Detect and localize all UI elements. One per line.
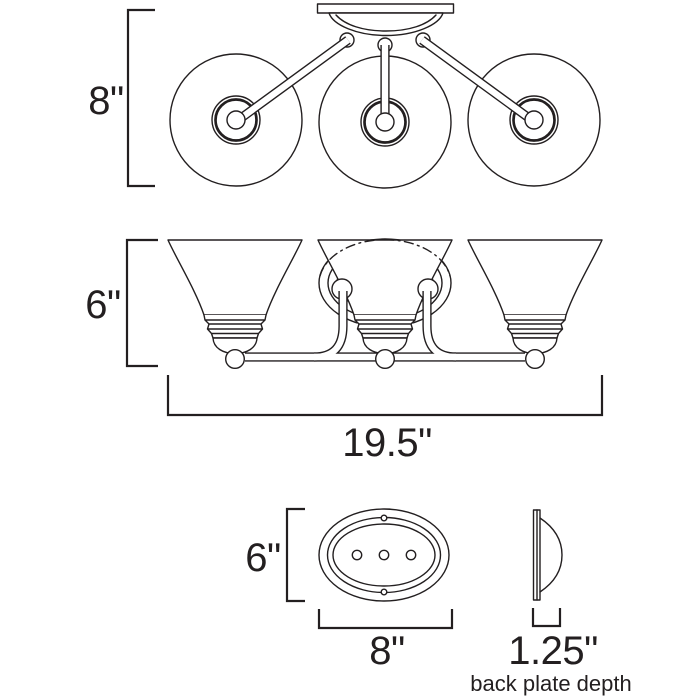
mounting-arms <box>234 36 536 125</box>
dimension-bracket-top-height <box>126 8 155 188</box>
backplate-ring <box>332 523 436 587</box>
right-glass-shade <box>467 239 603 355</box>
dimension-label-plate-width: 8" <box>369 629 404 673</box>
screw-hole <box>380 588 388 596</box>
backplate-outline <box>318 508 450 602</box>
dimension-label-plate-depth: 1.25" <box>508 629 598 673</box>
dimension-bracket-front-width <box>166 375 604 417</box>
dimension-bracket-front-height <box>125 238 158 368</box>
plate-dome-profile <box>539 517 563 593</box>
left-glass-shade <box>167 239 303 355</box>
dimension-bracket-plate-height <box>285 507 305 603</box>
screw-hole <box>380 514 388 522</box>
arm-hole <box>351 549 363 561</box>
plate-depth-caption: back plate depth <box>470 671 631 696</box>
fixture-top-view: 8" <box>88 3 602 190</box>
canopy-dish <box>328 12 444 37</box>
finial-ball <box>224 349 245 370</box>
arm-hub <box>226 110 246 130</box>
dimension-label-front-width: 19.5" <box>342 421 432 465</box>
backplate-face-view: 6" 8" <box>245 507 454 673</box>
dimension-bracket-plate-width <box>317 609 454 630</box>
dimension-bracket-plate-depth <box>531 608 562 628</box>
fixture-front-view: 6" 19.5" <box>85 238 604 465</box>
arm-hub <box>524 110 544 130</box>
dimension-label-front-height: 6" <box>85 283 120 327</box>
canopy-dish-inner-line <box>335 14 437 32</box>
arm-hole <box>378 549 390 561</box>
canopy-bar <box>316 3 455 14</box>
backplate-hidden-edge <box>319 238 451 277</box>
dimension-label-top-height: 8" <box>88 79 123 123</box>
dimension-label-plate-height: 6" <box>245 536 280 580</box>
backplate-side-view: 1.25" back plate depth <box>470 509 632 696</box>
finial-ball <box>525 349 546 370</box>
arm-hub <box>375 112 395 132</box>
finial-ball <box>375 349 396 370</box>
arm-hole <box>405 549 417 561</box>
